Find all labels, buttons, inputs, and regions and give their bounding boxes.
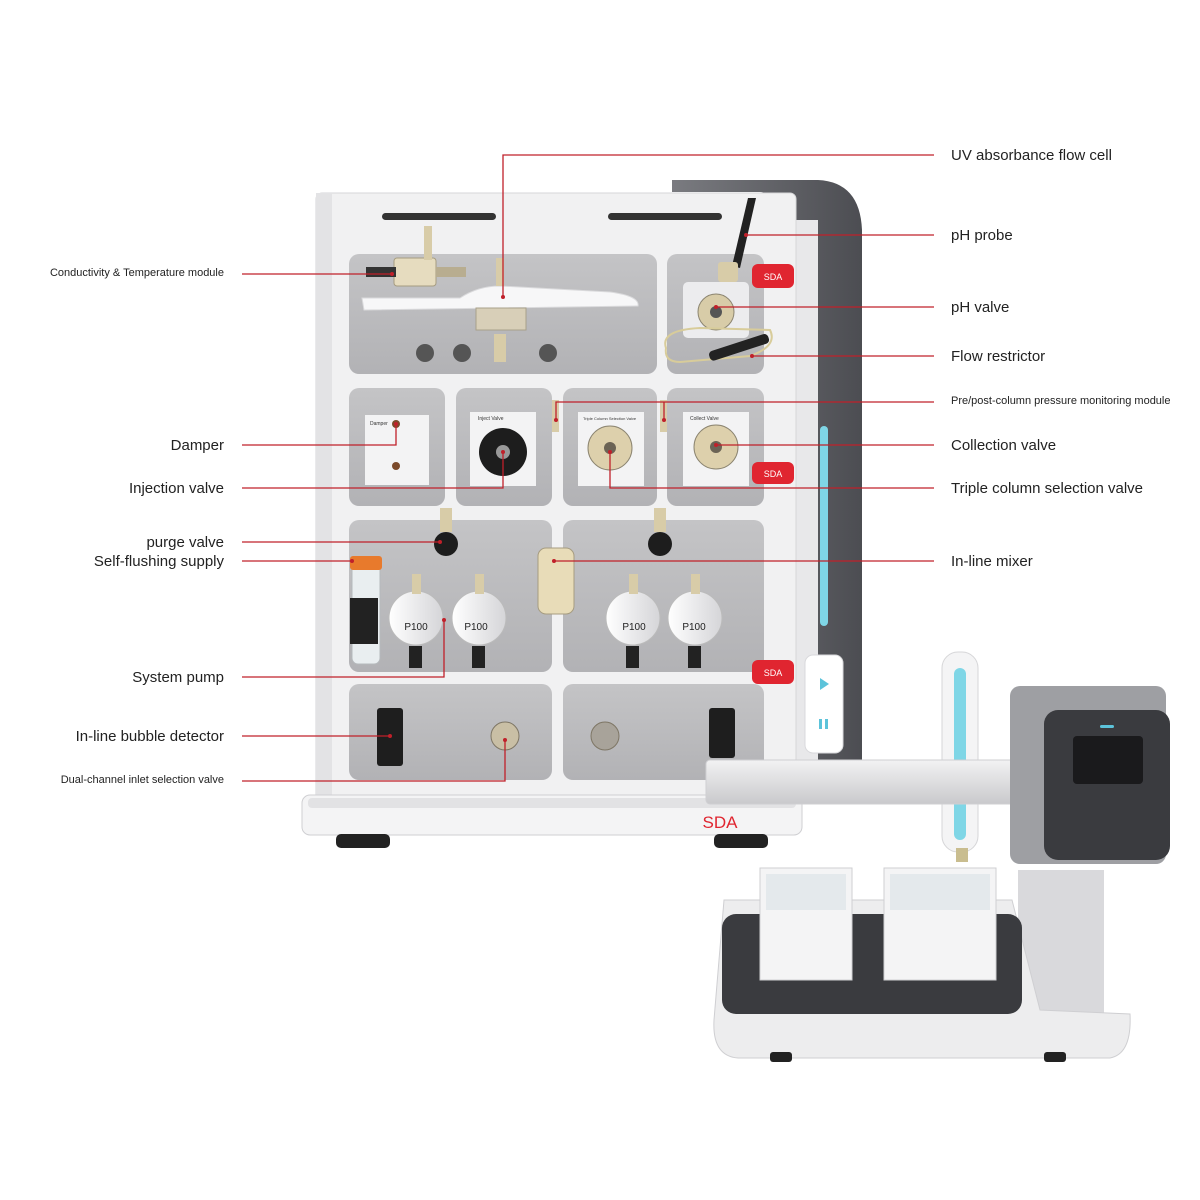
callout-ph-valve: pH valve <box>951 299 1010 316</box>
callout-inline-mixer: In-line mixer <box>951 553 1033 570</box>
callout-dual-inlet: Dual-channel inlet selection valve <box>60 774 224 786</box>
play-icon[interactable] <box>820 678 829 690</box>
pause-icon[interactable] <box>819 719 822 729</box>
ph-probe-shape <box>732 198 756 268</box>
autosampler <box>705 651 1170 1062</box>
callout-injection-valve: Injection valve <box>128 480 224 497</box>
callout-system-pump: System pump <box>132 669 224 686</box>
leader-dots <box>350 233 754 742</box>
pump-label-2: P100 <box>464 622 488 633</box>
brand-logo-base: SDA <box>703 813 739 832</box>
red-clip-label-3: SDA <box>764 668 783 678</box>
callout-bubble-detector: In-line bubble detector <box>75 728 224 745</box>
callout-collection-valve: Collection valve <box>951 437 1057 454</box>
damper-plate-label: Damper <box>370 421 388 427</box>
pump-label-3: P100 <box>622 622 646 633</box>
pump-label-1: P100 <box>404 622 428 633</box>
callout-damper: Damper <box>170 437 224 454</box>
led-strip <box>820 426 828 626</box>
callout-self-flushing: Self-flushing supply <box>93 553 224 570</box>
callout-triple-column: Triple column selection valve <box>951 480 1144 497</box>
pump-group-left: P100 P100 <box>388 574 507 668</box>
triple-plate-label: Triple Column Selection Valve <box>583 416 637 421</box>
callout-ph-probe: pH probe <box>951 227 1013 244</box>
callout-pressure-module: Pre/post-column pressure monitoring modu… <box>951 395 1171 407</box>
pump-label-4: P100 <box>682 622 706 633</box>
inject-plate-label: Inject Valve <box>478 416 504 422</box>
callout-uv-cell: UV absorbance flow cell <box>951 147 1112 164</box>
callout-purge-valve: purge valve <box>146 534 224 551</box>
red-clip-label-2: SDA <box>764 469 783 479</box>
callout-conductivity: Conductivity & Temperature module <box>49 267 224 279</box>
red-clip-label: SDA <box>764 272 783 282</box>
leader-lines <box>242 154 934 782</box>
screen[interactable] <box>1073 736 1143 784</box>
pump-group-right: P100 P100 <box>605 574 723 668</box>
collect-plate-label: Collect Valve <box>690 416 719 422</box>
main-instrument: SDA SDA Damper <box>301 180 862 848</box>
callout-flow-restrictor: Flow restrictor <box>951 348 1046 365</box>
